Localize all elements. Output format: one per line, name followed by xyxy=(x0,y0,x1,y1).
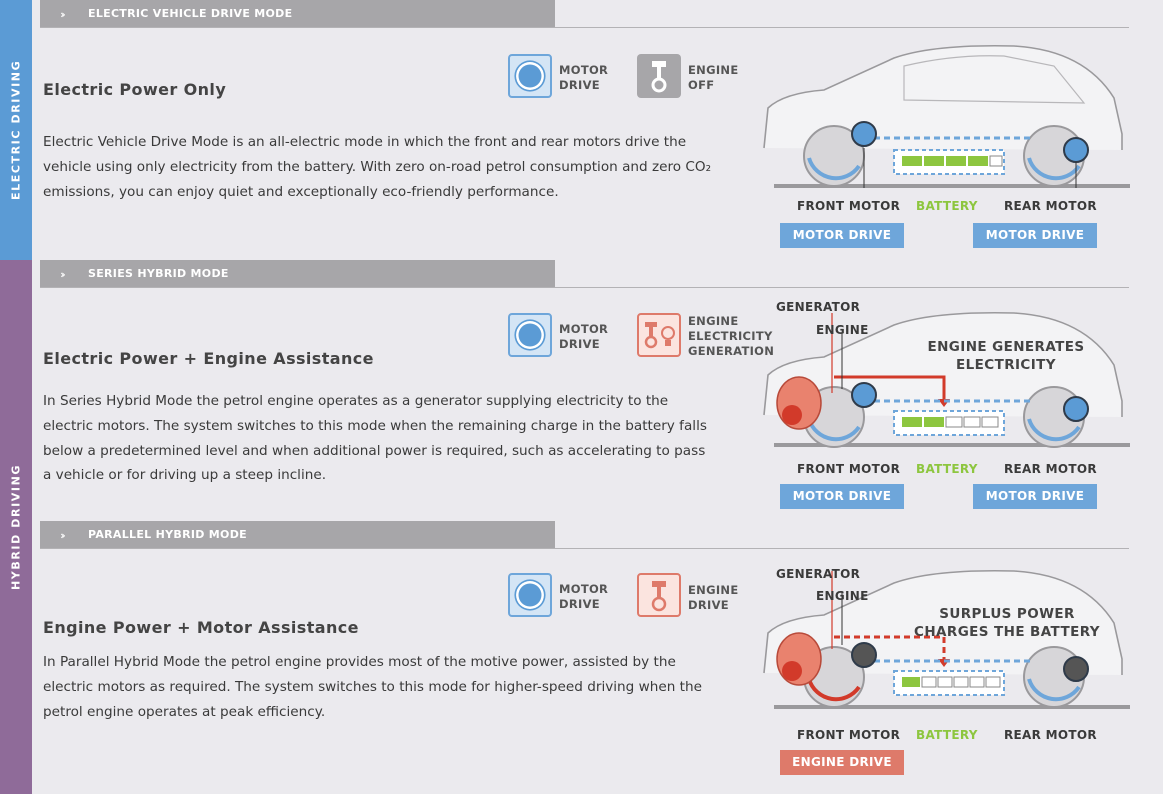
car-diagram xyxy=(763,569,1130,709)
engine-off-icon xyxy=(637,54,681,98)
battery-label: BATTERY xyxy=(916,728,978,742)
motor-icon xyxy=(508,54,552,98)
section-tab-label: SERIES HYBRID MODE xyxy=(88,267,229,280)
battery-label: BATTERY xyxy=(916,199,978,213)
rear-motor-label: REAR MOTOR xyxy=(1004,462,1097,476)
section-tab: ›› PARALLEL HYBRID MODE xyxy=(40,521,555,548)
electric-vehicle-drive-mode-section: ›› ELECTRIC VEHICLE DRIVE MODE Electric … xyxy=(32,0,1163,261)
rear-motor-drive-badge: MOTOR DRIVE xyxy=(973,484,1097,509)
front-motor-drive-badge: MOTOR DRIVE xyxy=(780,484,904,509)
engine-label: ENGINE xyxy=(816,589,869,603)
hybrid-driving-sidebar: HYBRID DRIVING xyxy=(0,260,32,794)
motor-icon xyxy=(508,573,552,617)
chevrons-icon: ›› xyxy=(60,8,66,21)
divider xyxy=(40,548,1129,549)
car-diagram xyxy=(763,44,1130,188)
car-diagram xyxy=(763,311,1130,448)
section-body: In Series Hybrid Mode the petrol engine … xyxy=(43,393,707,484)
section-body: In Parallel Hybrid Mode the petrol engin… xyxy=(43,654,702,720)
front-motor-label: FRONT MOTOR xyxy=(797,728,901,742)
section-tab-label: PARALLEL HYBRID MODE xyxy=(88,528,247,541)
motor-icon xyxy=(508,313,552,357)
generator-label: GENERATOR xyxy=(776,300,861,314)
section-tab: ›› SERIES HYBRID MODE xyxy=(40,260,555,287)
divider xyxy=(40,27,1129,28)
section-tab: ›› ELECTRIC VEHICLE DRIVE MODE xyxy=(40,0,555,27)
generator-label: GENERATOR xyxy=(776,567,861,581)
front-motor-label: FRONT MOTOR xyxy=(797,462,901,476)
engine-drive-icon xyxy=(637,573,681,617)
section-body: Electric Vehicle Drive Mode is an all-el… xyxy=(43,134,712,200)
front-motor-label: FRONT MOTOR xyxy=(797,199,901,213)
section-heading: Electric Power Only xyxy=(43,80,227,99)
section-heading: Electric Power + Engine Assistance xyxy=(43,349,374,368)
electric-driving-sidebar: ELECTRIC DRIVING xyxy=(0,0,32,260)
rear-motor-label: REAR MOTOR xyxy=(1004,199,1097,213)
parallel-hybrid-mode-section: ›› PARALLEL HYBRID MODE Engine Power + M… xyxy=(32,521,1163,782)
rear-motor-label: REAR MOTOR xyxy=(1004,728,1097,742)
hybrid-driving-label: HYBRID DRIVING xyxy=(9,464,23,591)
rear-motor-drive-badge: MOTOR DRIVE xyxy=(973,223,1097,248)
section-heading: Engine Power + Motor Assistance xyxy=(43,618,359,637)
front-motor-drive-badge: MOTOR DRIVE xyxy=(780,223,904,248)
battery-label: BATTERY xyxy=(916,462,978,476)
chevrons-icon: ›› xyxy=(60,268,66,281)
chevrons-icon: ›› xyxy=(60,529,66,542)
divider xyxy=(40,287,1129,288)
engine-generation-icon xyxy=(637,313,681,357)
engine-drive-badge: ENGINE DRIVE xyxy=(780,750,904,775)
series-hybrid-mode-section: ›› SERIES HYBRID MODE Electric Power + E… xyxy=(32,260,1163,521)
engine-label: ENGINE xyxy=(816,323,869,337)
section-tab-label: ELECTRIC VEHICLE DRIVE MODE xyxy=(88,7,293,20)
electric-driving-label: ELECTRIC DRIVING xyxy=(9,59,23,201)
